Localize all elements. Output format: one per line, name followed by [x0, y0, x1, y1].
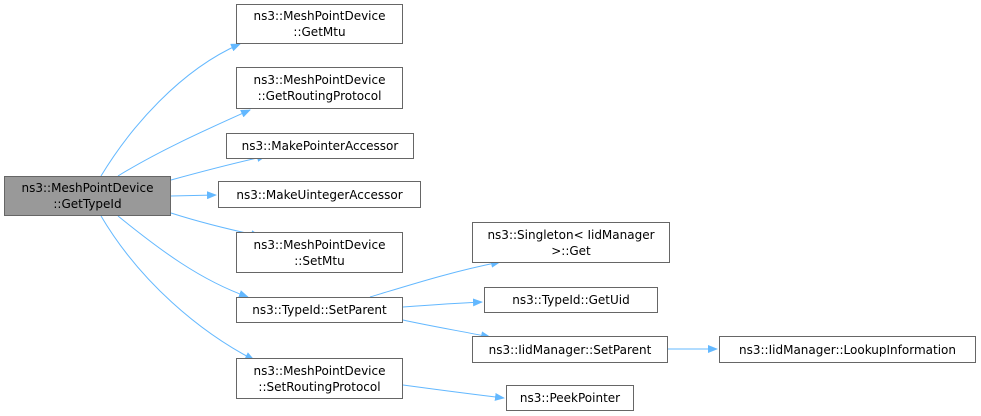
node-setrouting[interactable]: ns3::MeshPointDevice::SetRoutingProtocol	[236, 358, 403, 399]
edge-setrouting-to-peek	[402, 384, 505, 401]
node-label-line: ns3::MeshPointDevice	[253, 9, 386, 23]
node-label-line: ::GetTypeId	[53, 197, 122, 211]
node-setmtu[interactable]: ns3::MeshPointDevice::SetMtu	[236, 232, 403, 273]
node-label-line: ns3::Singleton< IidManager	[487, 227, 655, 242]
edge-root-to-makeuint	[170, 191, 217, 200]
node-peek[interactable]: ns3::PeekPointer	[506, 385, 634, 411]
node-label-line: ns3::PeekPointer	[519, 391, 621, 405]
node-label-line: ns3::MeshPointDevice	[253, 363, 386, 378]
node-label-line: ns3::TypeId::SetParent	[252, 303, 387, 317]
node-label-line: ns3::MakePointerAccessor	[241, 139, 399, 153]
node-label-line: ns3::MakeUintegerAccessor	[236, 187, 403, 202]
edge-setparent-to-getuid	[402, 298, 483, 308]
node-label-line: ::SetRoutingProtocol	[258, 379, 381, 394]
edge-root-to-makeptr	[170, 154, 267, 181]
node-label-line: ns3::IidManager::SetParent	[488, 342, 652, 357]
edge-root-to-setrouting	[100, 215, 255, 361]
node-makeptr[interactable]: ns3::MakePointerAccessor	[226, 133, 414, 159]
node-makeuint[interactable]: ns3::MakeUintegerAccessor	[218, 181, 421, 208]
node-setparent[interactable]: ns3::TypeId::SetParent	[236, 297, 403, 323]
node-label-line: ns3::IidManager::LookupInformation	[739, 342, 956, 357]
node-label-line: ns3::MeshPointDevice	[21, 181, 154, 195]
edge-root-to-setparent	[117, 215, 249, 298]
node-label-line: >::Get	[551, 243, 591, 258]
node-iidsetparent[interactable]: ns3::IidManager::SetParent	[472, 336, 668, 363]
edge-setparent-to-singleton	[369, 259, 501, 298]
edge-root-to-getrouting	[117, 109, 251, 177]
node-singleton[interactable]: ns3::Singleton< IidManager >::Get	[472, 222, 670, 263]
node-label-line: ::GetMtu	[293, 25, 346, 39]
node-lookup[interactable]: ns3::IidManager::LookupInformation	[719, 336, 976, 363]
node-label-line: ns3::TypeId::GetUid	[512, 293, 630, 307]
node-label-line: ::GetRoutingProtocol	[257, 89, 382, 103]
node-label-line: ::SetMtu	[294, 253, 345, 268]
node-getmtu[interactable]: ns3::MeshPointDevice::GetMtu	[236, 4, 403, 44]
node-label-line: ns3::MeshPointDevice	[253, 73, 386, 87]
node-getuid[interactable]: ns3::TypeId::GetUid	[484, 287, 658, 313]
node-root: ns3::MeshPointDevice::GetTypeId	[4, 176, 171, 216]
node-getrouting[interactable]: ns3::MeshPointDevice::GetRoutingProtocol	[236, 67, 403, 109]
edge-root-to-getmtu	[100, 43, 241, 177]
node-label-line: ns3::MeshPointDevice	[253, 237, 386, 252]
edge-setparent-to-iidsetparent	[402, 319, 491, 340]
